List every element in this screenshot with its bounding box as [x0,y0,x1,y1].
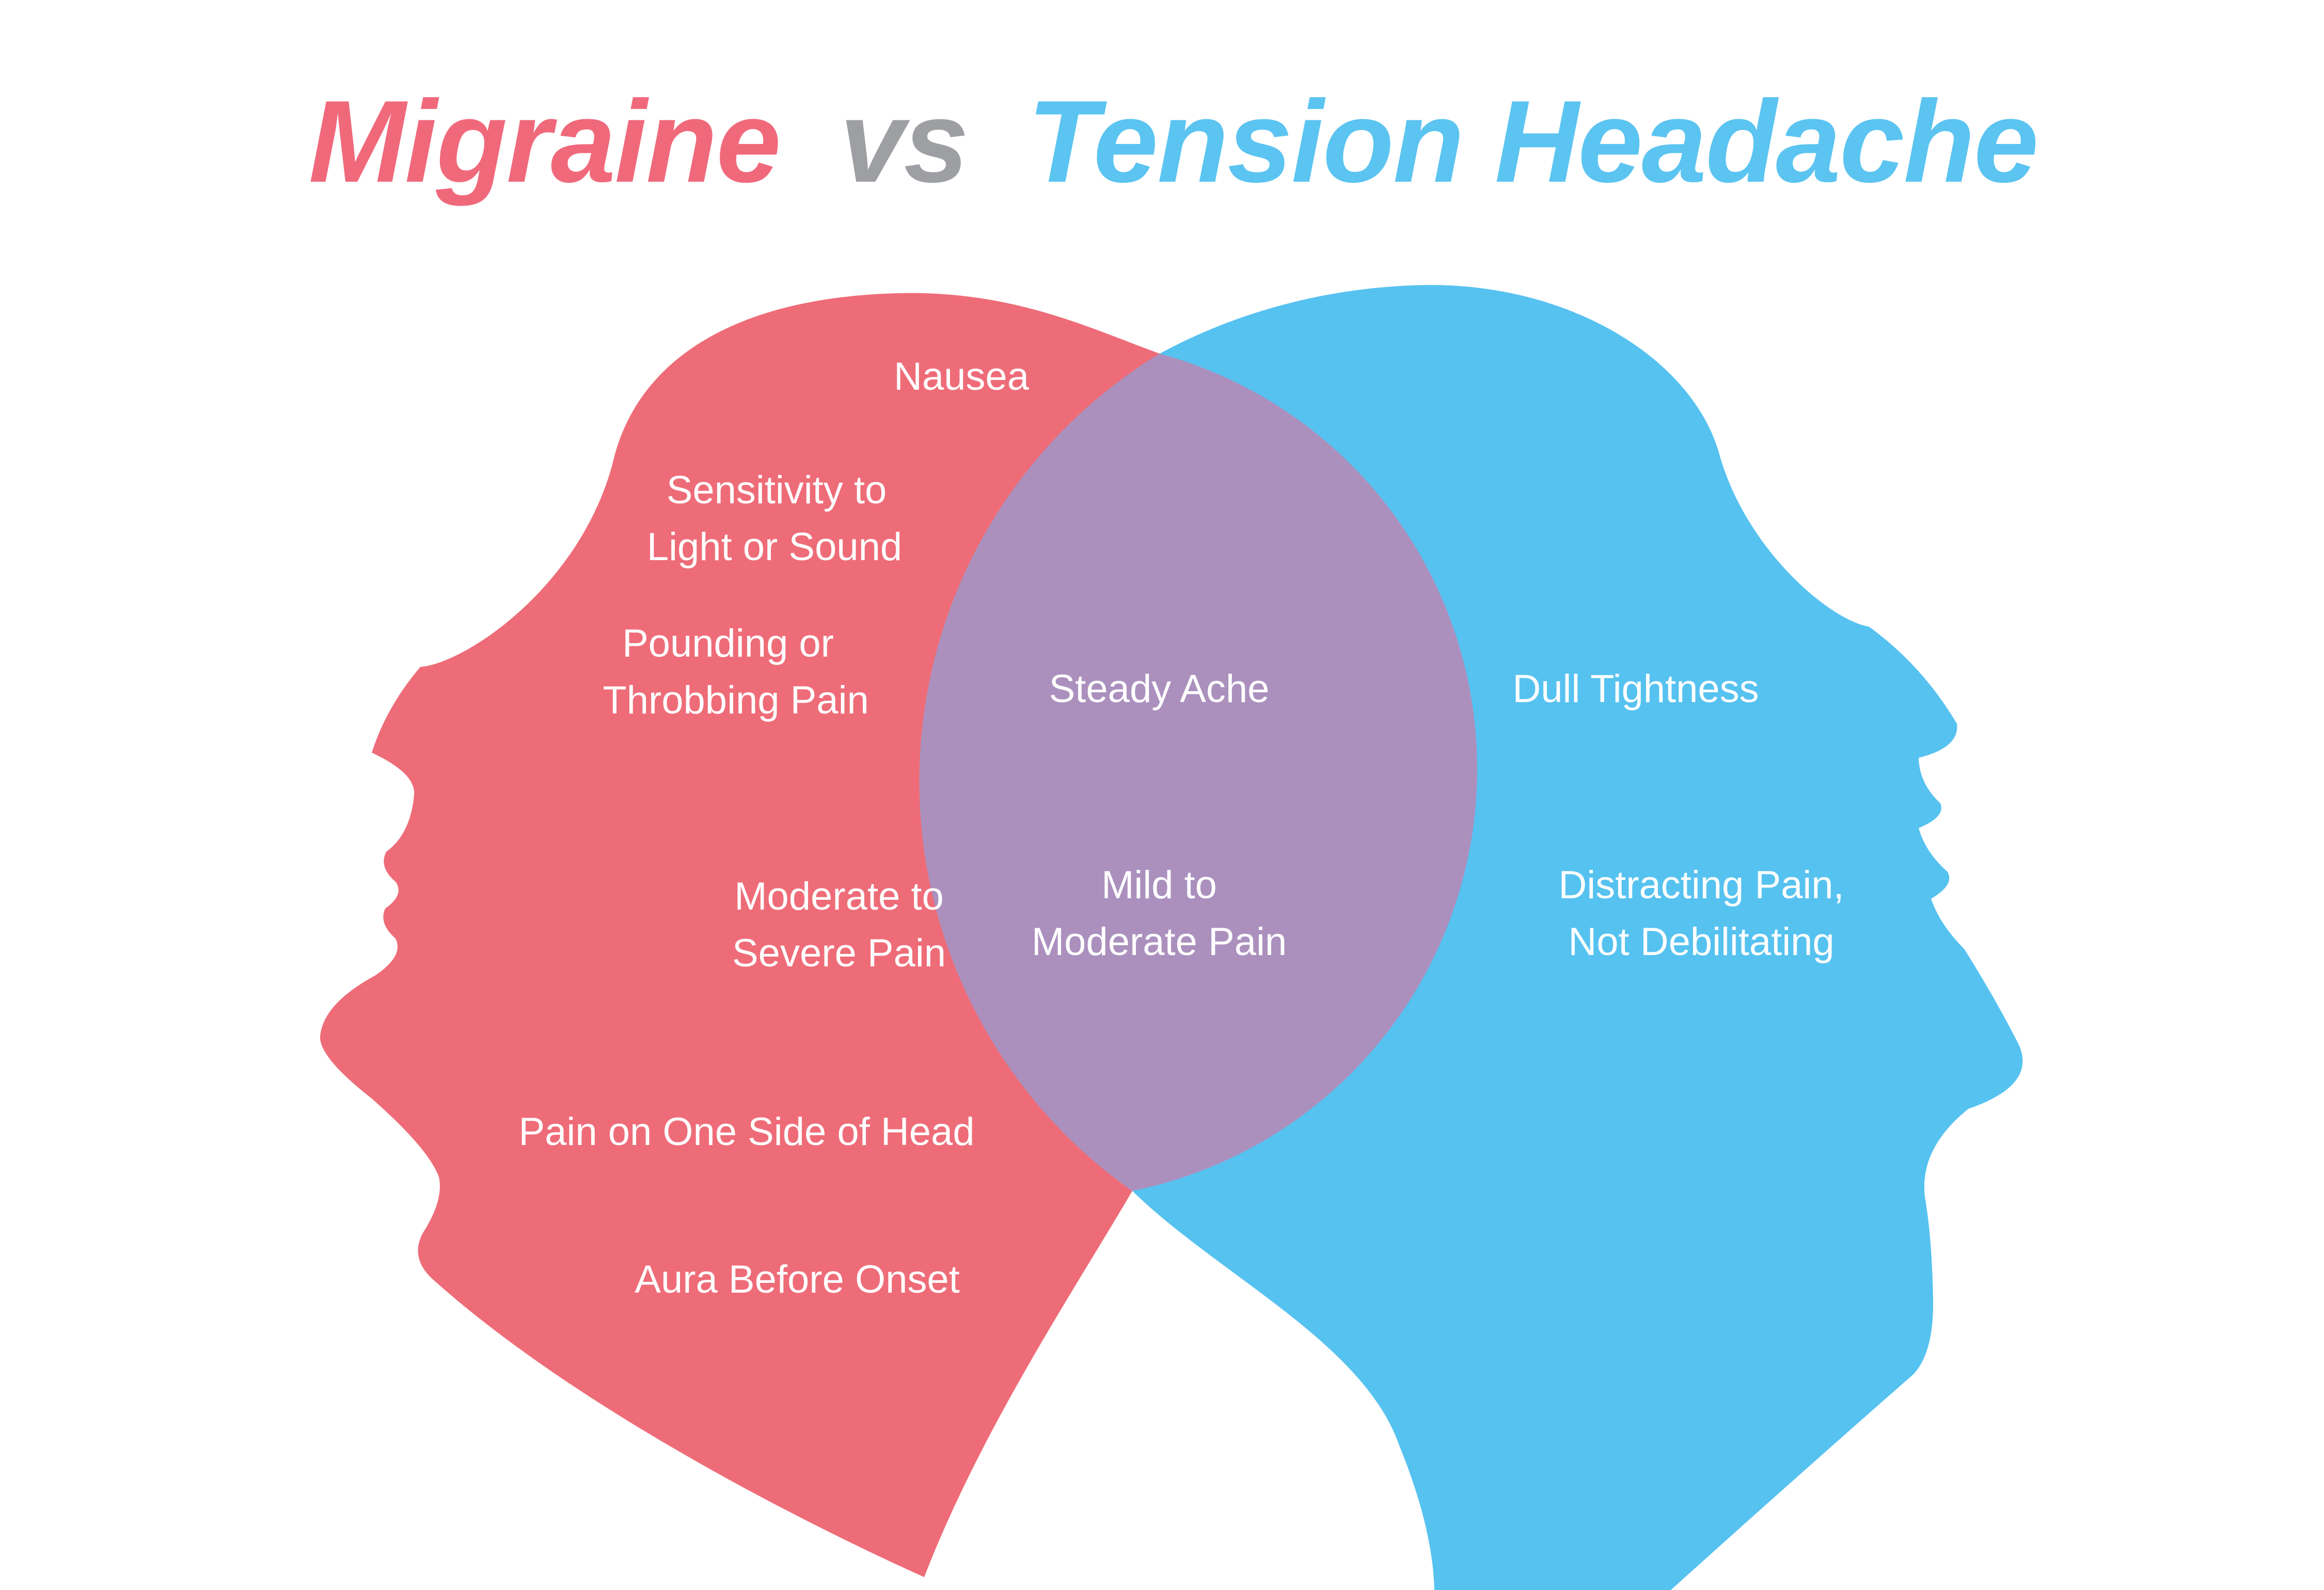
migraine-label-sensitivity-line2: Light or Sound [647,525,902,569]
title-vs: vs [840,76,968,206]
migraine-label-pounding-line1: Pounding or [622,622,834,665]
migraine-label-aura: Aura Before Onset [635,1258,959,1301]
title-tension: Tension Headache [1027,76,2038,206]
migraine-label-moderate-line2: Severe Pain [732,931,946,975]
overlap-label-mild-line2: Moderate Pain [1032,920,1287,964]
tension-label-distracting-line2: Not Debilitating [1568,920,1834,964]
migraine-label-nausea: Nausea [894,355,1030,399]
migraine-label-pounding-line2: Throbbing Pain [603,678,868,722]
overlap-label-mild-line1: Mild to [1101,863,1217,907]
title-migraine: Migraine [309,76,780,206]
page-title: Migraine vs Tension Headache [309,76,2038,206]
migraine-label-one-side: Pain on One Side of Head [518,1110,974,1154]
overlap-label-steady-ache: Steady Ache [1049,667,1270,711]
tension-label-dull-tightness: Dull Tightness [1512,667,1759,711]
migraine-label-moderate-line1: Moderate to [734,874,944,918]
migraine-label-sensitivity-line1: Sensitivity to [667,468,887,512]
tension-label-distracting-line1: Distracting Pain, [1558,863,1844,907]
